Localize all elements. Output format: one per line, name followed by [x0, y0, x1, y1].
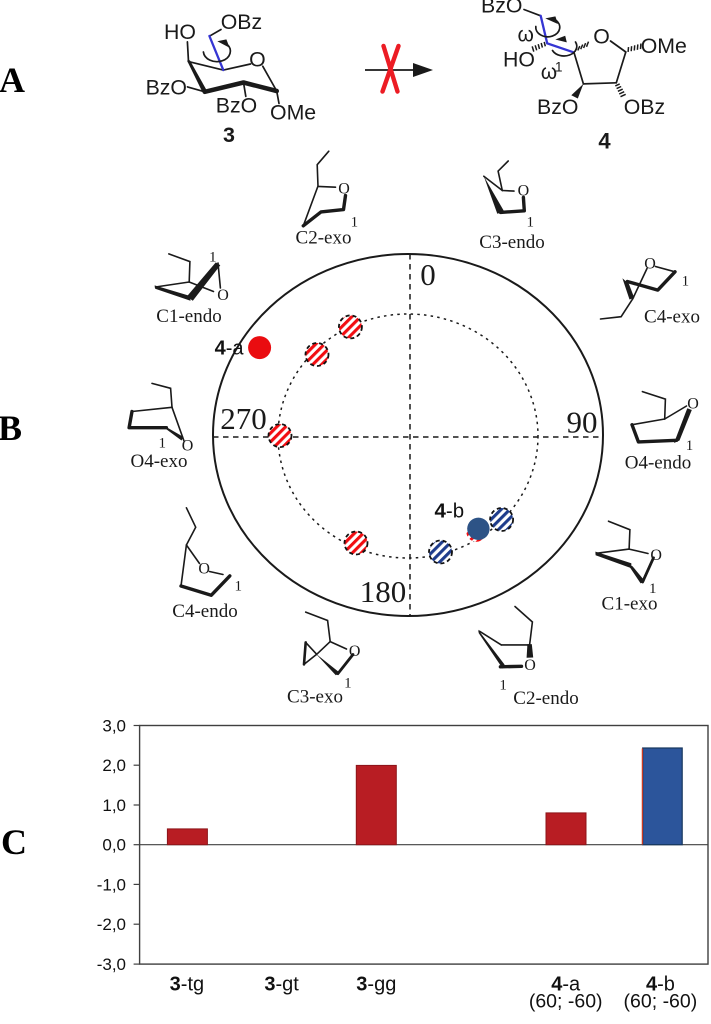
svg-text:1: 1	[649, 581, 657, 597]
svg-text:A: A	[0, 60, 25, 100]
svg-text:1: 1	[351, 215, 359, 231]
svg-text:-3,0: -3,0	[97, 955, 126, 974]
svg-text:0,0: 0,0	[102, 836, 126, 855]
svg-text:-1,0: -1,0	[97, 875, 126, 894]
svg-text:O: O	[217, 287, 229, 304]
svg-text:BzO: BzO	[537, 95, 578, 119]
svg-text:4-a: 4-a	[551, 974, 581, 996]
svg-text:C1-exo: C1-exo	[602, 594, 658, 615]
svg-text:OBz: OBz	[221, 10, 262, 34]
svg-text:1: 1	[526, 215, 534, 231]
svg-text:1: 1	[235, 578, 243, 594]
svg-text:BzO: BzO	[146, 75, 187, 99]
svg-text:C3-endo: C3-endo	[479, 232, 544, 253]
svg-text:1,0: 1,0	[102, 796, 126, 815]
svg-text:3-gt: 3-gt	[264, 974, 299, 996]
svg-text:O: O	[198, 561, 210, 578]
svg-text:O: O	[518, 182, 530, 199]
svg-text:O: O	[182, 438, 194, 455]
svg-text:O: O	[249, 47, 266, 71]
svg-text:1: 1	[158, 436, 166, 452]
svg-text:OBz: OBz	[624, 95, 665, 119]
svg-text:3: 3	[223, 123, 235, 147]
svg-text:C4-exo: C4-exo	[644, 307, 700, 328]
svg-text:1: 1	[555, 60, 563, 75]
svg-text:270: 270	[220, 401, 267, 436]
svg-text:BzO: BzO	[216, 94, 257, 118]
svg-text:(60; -60): (60; -60)	[529, 991, 603, 1013]
svg-text:O: O	[524, 657, 536, 674]
svg-text:C2-exo: C2-exo	[296, 228, 352, 249]
svg-text:C: C	[1, 822, 27, 862]
svg-text:4-b: 4-b	[646, 974, 675, 996]
svg-text:C4-endo: C4-endo	[172, 601, 237, 622]
svg-text:1: 1	[209, 249, 217, 265]
svg-text:4-b: 4-b	[435, 500, 465, 523]
svg-text:C2-endo: C2-endo	[513, 688, 578, 709]
svg-text:O: O	[349, 643, 361, 660]
svg-text:OMe: OMe	[641, 34, 687, 58]
svg-text:OMe: OMe	[270, 101, 316, 125]
svg-text:O: O	[650, 547, 662, 564]
svg-text:C1-endo: C1-endo	[156, 306, 221, 327]
svg-text:HO: HO	[503, 47, 535, 71]
svg-text:ω: ω	[541, 61, 557, 84]
svg-text:O: O	[687, 396, 699, 413]
svg-text:O4-endo: O4-endo	[625, 453, 691, 474]
svg-text:1: 1	[344, 675, 352, 691]
svg-text:HO: HO	[164, 20, 196, 44]
svg-text:(60; -60): (60; -60)	[624, 991, 698, 1013]
svg-text:1: 1	[686, 438, 694, 454]
svg-text:0: 0	[420, 257, 436, 292]
svg-text:O4-exo: O4-exo	[131, 451, 188, 472]
svg-text:90: 90	[567, 405, 598, 440]
svg-text:BzO: BzO	[481, 0, 522, 18]
svg-text:-2,0: -2,0	[97, 915, 126, 934]
svg-text:4-a: 4-a	[215, 338, 245, 360]
svg-text:1: 1	[499, 677, 507, 693]
svg-text:O: O	[644, 256, 656, 273]
svg-text:4: 4	[598, 129, 611, 154]
svg-text:3-gg: 3-gg	[356, 974, 396, 996]
svg-text:C3-exo: C3-exo	[287, 687, 343, 708]
svg-text:O: O	[338, 181, 350, 198]
svg-text:1: 1	[682, 273, 690, 289]
svg-text:3,0: 3,0	[102, 717, 126, 736]
svg-text:B: B	[0, 408, 22, 448]
svg-text:ω: ω	[518, 23, 534, 46]
svg-text:180: 180	[360, 574, 407, 609]
svg-text:3-tg: 3-tg	[170, 974, 204, 996]
svg-text:2,0: 2,0	[102, 756, 126, 775]
svg-text:O: O	[593, 24, 610, 48]
